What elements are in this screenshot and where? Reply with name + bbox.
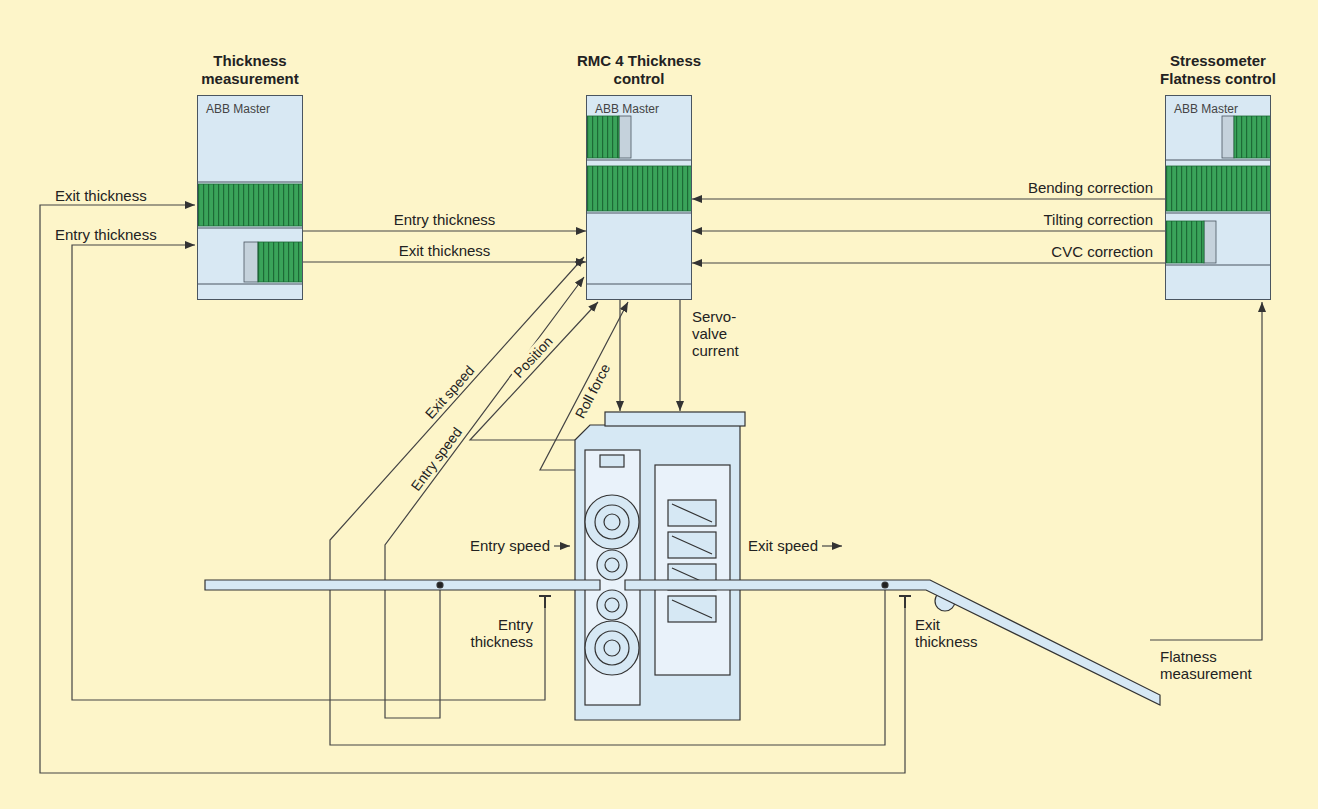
thickness-gauge — [539, 596, 911, 608]
signal-name: Roll force — [571, 359, 614, 422]
signal-connector — [303, 230, 586, 231]
cabinet-badge: ABB Master — [198, 96, 302, 116]
entry-speed-wire — [385, 277, 584, 718]
roll-window — [585, 450, 640, 705]
work-roll — [597, 590, 627, 620]
roll-ring — [605, 598, 619, 612]
speed-arrow — [554, 545, 570, 546]
work-roll — [597, 550, 627, 580]
roll-ring — [595, 631, 629, 665]
cvc-wedge — [672, 504, 712, 618]
connector-label: Tilting correction — [1042, 211, 1155, 228]
rack-module — [587, 116, 619, 158]
signal-name: Entry speed — [407, 422, 467, 495]
servo-wire — [619, 300, 620, 411]
signal-connector — [692, 230, 1165, 231]
rack-module — [587, 166, 691, 211]
blank-panel — [619, 116, 631, 158]
signal-label: Exit speed — [748, 537, 818, 554]
flatness-wire — [1150, 302, 1262, 640]
blank-panel — [1204, 221, 1216, 263]
roll-ring — [595, 505, 629, 539]
backup-roll — [585, 621, 639, 675]
blank-panel — [1222, 116, 1234, 158]
cabinet-badge: ABB Master — [587, 96, 691, 116]
connector-label: CVC correction — [1049, 243, 1155, 260]
backup-roll — [585, 495, 639, 549]
entry-thickness-wire — [72, 245, 545, 700]
speed-sensor — [437, 582, 443, 588]
shelf-line — [198, 228, 302, 229]
speed-arrow — [822, 545, 842, 546]
signal-name: Position — [509, 332, 557, 382]
cabinet-badge: ABB Master — [1166, 96, 1270, 116]
cabinet-heading: Stressometer Flatness control — [1148, 52, 1288, 88]
signal-connector — [692, 198, 1165, 199]
exit-strip — [625, 580, 1160, 705]
mill-crosshead — [605, 412, 745, 426]
signal-label: Entry speed — [470, 537, 550, 554]
roll-ring — [604, 640, 620, 656]
rack-module — [1166, 166, 1270, 211]
servo-wire — [679, 300, 680, 411]
roll-ring — [605, 558, 619, 572]
mill-housing — [575, 425, 740, 720]
roll-ring — [604, 514, 620, 530]
signal-label: Entry thickness — [455, 616, 533, 650]
shelf-line — [198, 284, 302, 285]
cabinet-node: Thickness measurementABB Master — [197, 95, 303, 300]
rack-drawing — [587, 96, 691, 299]
rack-module — [198, 184, 302, 226]
cabinet-node: RMC 4 Thickness controlABB Master — [586, 95, 692, 300]
speed-sensor — [882, 582, 888, 588]
signal-label: Exit thickness — [55, 187, 147, 204]
load-cell — [600, 455, 624, 467]
exit-thickness-wire — [40, 205, 905, 773]
mill-stand — [205, 412, 1160, 720]
connector-label: Bending correction — [1026, 179, 1155, 196]
entry-strip — [205, 580, 600, 590]
cabinet-heading: Thickness measurement — [180, 52, 320, 88]
rack-module — [1166, 221, 1204, 263]
shelf-line — [1166, 213, 1270, 214]
signal-name: Exit speed — [420, 361, 478, 423]
shelf-line — [198, 182, 302, 183]
shelf-line — [587, 213, 691, 214]
connector-label: Exit thickness — [397, 242, 493, 259]
cvc-unit — [655, 465, 730, 675]
signal-label: Flatness measurement — [1160, 648, 1256, 682]
shelf-line — [1166, 160, 1270, 161]
cabinet-heading: RMC 4 Thickness control — [569, 52, 709, 88]
signal-label: Servo-valve current — [692, 308, 752, 359]
connector-label: Entry thickness — [392, 211, 498, 228]
shelf-line — [587, 284, 691, 285]
rack-drawing — [1166, 96, 1270, 299]
rack-module — [258, 242, 302, 282]
rack-module — [1234, 116, 1270, 158]
exit-speed-wire — [330, 257, 885, 745]
signal-connector — [303, 261, 586, 262]
cabinet-node: Stressometer Flatness controlABB Master — [1165, 95, 1271, 300]
signal-label: Entry thickness — [55, 226, 157, 243]
shelf-line — [1166, 265, 1270, 266]
shelf-line — [587, 160, 691, 161]
signal-label: Exit thickness — [915, 616, 987, 650]
rack-drawing — [198, 96, 302, 299]
signal-connector — [692, 262, 1165, 263]
blank-panel — [244, 242, 258, 282]
